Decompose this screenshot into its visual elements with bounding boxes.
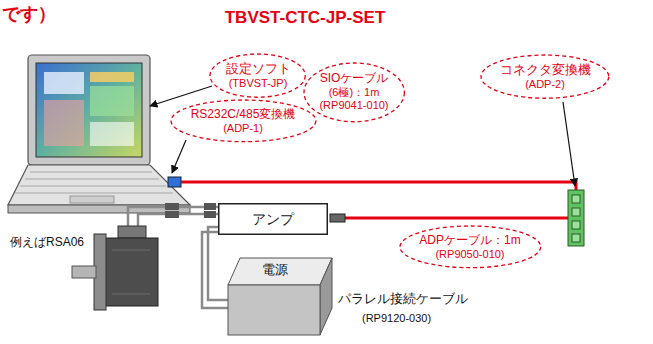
callout-text: (RP9041-010) xyxy=(319,99,388,112)
amplifier-box: アンプ xyxy=(218,203,328,235)
adp-cable xyxy=(345,217,568,220)
callout-text: 設定ソフト xyxy=(226,62,291,77)
power-supply-illustration xyxy=(228,258,332,335)
callout-text: (RP9050-010) xyxy=(435,248,504,261)
cable-label: パラレル接続ケーブル xyxy=(338,292,468,307)
cable-plug xyxy=(165,211,179,218)
cable-plug xyxy=(204,211,216,218)
diagram-title: TBVST-CTC-JP-SET xyxy=(225,8,386,28)
motor-cable xyxy=(128,207,218,228)
callout-outline xyxy=(399,225,542,269)
callout-text: SIOケーブル xyxy=(320,72,389,86)
callout-text: (ADP-1) xyxy=(223,122,263,135)
motor-illustration xyxy=(72,226,158,310)
callout-ellipse: SIOケーブル(6極)：1m(RP9041-010) xyxy=(303,62,405,123)
parallel-cable xyxy=(202,227,228,308)
leader-arrow xyxy=(150,86,575,186)
callout-outline xyxy=(170,99,317,143)
cable-plug xyxy=(330,214,345,222)
cable-plug xyxy=(165,203,179,210)
callout-ellipse: ADPケーブル：1m(RP9050-010) xyxy=(399,225,542,269)
motor-label: 例えばRSA06 xyxy=(10,236,84,250)
adp1-connector xyxy=(168,177,181,187)
adp2-connector xyxy=(568,190,584,246)
cable-plug xyxy=(204,203,216,210)
power-label: 電源 xyxy=(262,263,288,278)
callout-text: (6極)：1m xyxy=(329,86,380,99)
callout-text: (ADP-2) xyxy=(525,78,565,91)
box-label: アンプ xyxy=(252,211,294,227)
part-number: (RP9120-030) xyxy=(362,312,431,325)
heading-fragment: です） xyxy=(2,4,56,25)
callout-text: RS232C/485変換機 xyxy=(191,108,296,122)
callout-text: コネクタ変換機 xyxy=(500,63,591,78)
callout-ellipse: 設定ソフト(TBVST-JP) xyxy=(209,53,306,98)
callout-ellipse: コネクタ変換機(ADP-2) xyxy=(480,54,610,99)
callout-text: ADPケーブル：1m xyxy=(419,234,520,248)
sio-cable xyxy=(181,182,576,190)
callout-ellipse: RS232C/485変換機(ADP-1) xyxy=(170,99,317,143)
laptop-illustration xyxy=(8,55,190,213)
callout-text: (TBVST-JP) xyxy=(229,77,288,90)
